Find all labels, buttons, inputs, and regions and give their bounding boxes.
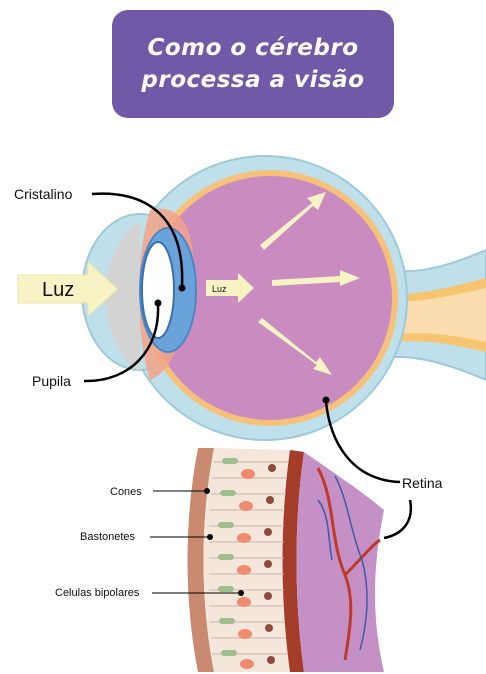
- retina-bracket: [384, 500, 411, 538]
- pupila-label: Pupila: [32, 373, 71, 389]
- luz-label-small: Luz: [212, 284, 227, 294]
- luz-label-big: Luz: [42, 279, 74, 301]
- bipolares-label: Celulas bipolares: [55, 587, 140, 599]
- retina-cross-section: [188, 448, 385, 672]
- retina-label: Retina: [402, 475, 443, 491]
- cones-label: Cones: [110, 486, 142, 498]
- cristalino-label: Cristalino: [14, 186, 73, 202]
- bastonetes-label: Bastonetes: [80, 531, 136, 543]
